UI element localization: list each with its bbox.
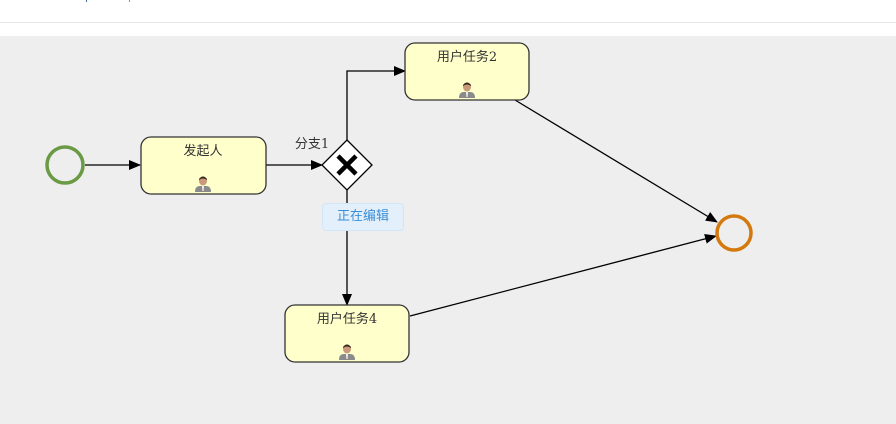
task-user4-label: 用户任务4 [317,311,377,327]
flow-gateway-to-user2[interactable] [346,66,406,140]
toolbar-fragment [129,0,130,2]
flow-user2-to-end[interactable] [514,99,718,223]
exclusive-gateway[interactable] [321,139,373,191]
flow-user4-to-end[interactable] [409,233,717,317]
gateway-label: 分支1 [295,137,329,152]
task-initiator[interactable]: 发起人 [140,136,267,195]
top-toolbar [0,0,896,23]
gateway-x-icon [336,154,358,176]
start-event[interactable] [45,145,85,185]
task-user2-label: 用户任务2 [437,49,497,65]
task-user2[interactable]: 用户任务2 [404,42,530,101]
task-user4[interactable]: 用户任务4 [284,304,410,363]
process-canvas[interactable] [0,36,896,424]
editing-status-badge: 正在编辑 [322,203,404,231]
task-initiator-label: 发起人 [183,143,222,159]
toolbar-fragment [86,0,87,2]
end-event[interactable] [715,214,753,252]
